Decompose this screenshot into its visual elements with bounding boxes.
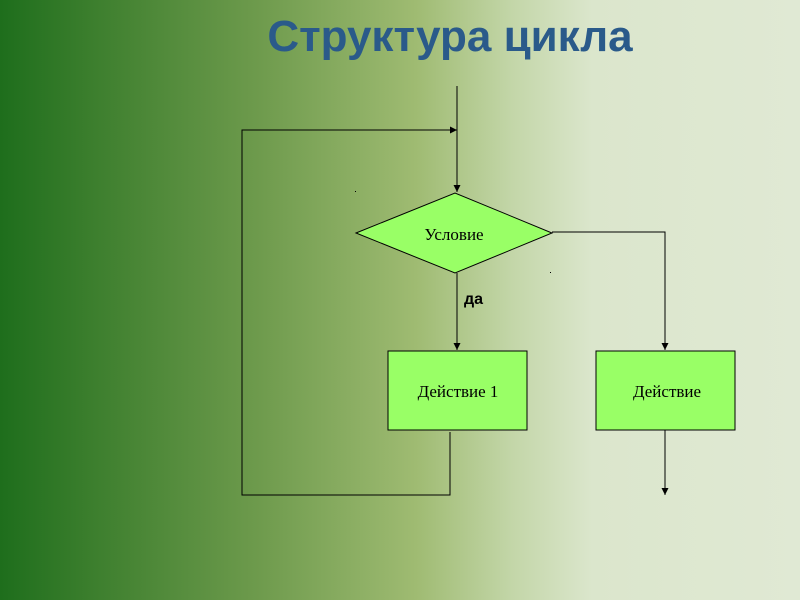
loop-back-arrow [241, 126, 457, 496]
slide-title: Структура цикла [267, 12, 633, 61]
condition-label: Условие [424, 225, 483, 244]
action-label: Действие [633, 382, 701, 401]
condition-diamond [354, 192, 554, 274]
dot-marker [550, 272, 551, 273]
dot-marker [355, 191, 356, 192]
yes-label: да [464, 291, 483, 308]
action-box [595, 350, 736, 431]
no-branch-arrow [552, 231, 669, 350]
action-1-label: Действие 1 [418, 382, 499, 401]
action-1-box [387, 350, 528, 431]
